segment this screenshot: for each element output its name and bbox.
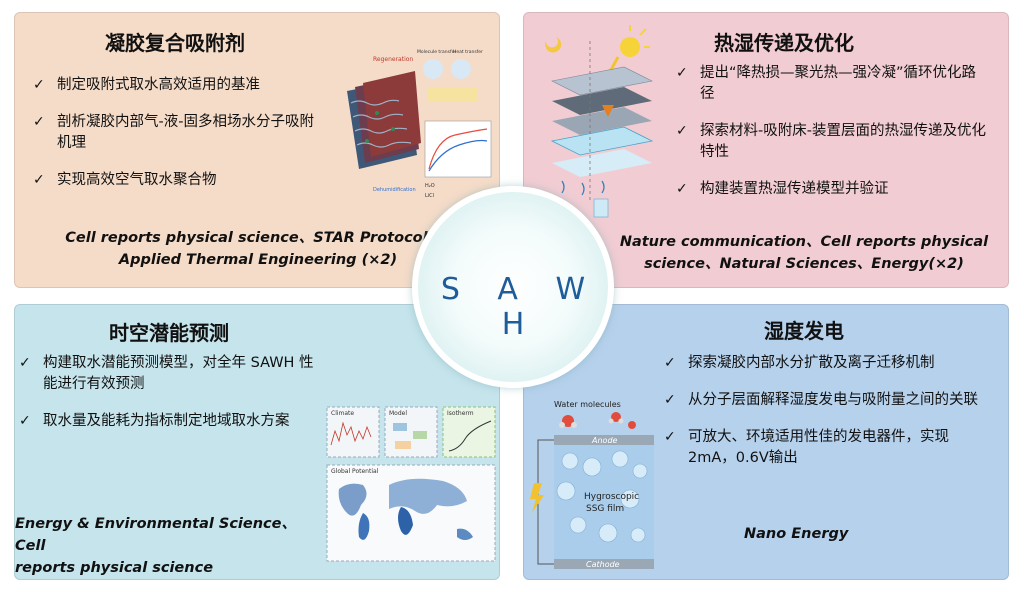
power-bullets: ✓探索凝胶内部水分扩散及离子迁移机制 ✓从分子层面解释湿度发电与吸附量之间的关联… (664, 353, 994, 485)
gel-refs: Cell reports physical science、STAR Proto… (65, 230, 451, 268)
check-icon: ✓ (19, 355, 31, 371)
film-label-2: SSG film (586, 504, 624, 514)
gel-illustration: Regeneration Molecule transfer Heat tran… (347, 49, 492, 199)
gel-bullet: ✓剖析凝胶内部气-液-固多相场水分子吸附机理 (33, 114, 314, 151)
global-potential-label: Global Potential (331, 468, 379, 475)
power-bullet: ✓从分子层面解释湿度发电与吸附量之间的关联 (664, 390, 994, 411)
check-icon: ✓ (664, 429, 676, 445)
power-refs: Nano Energy (744, 526, 849, 542)
h2o-label: H₂O (425, 183, 435, 189)
heat-refs: Nature communication、Cell reports physic… (619, 234, 989, 272)
heat-bullet: ✓提出“降热损—聚光热—强冷凝”循环优化路径 (676, 65, 977, 102)
check-icon: ✓ (664, 392, 676, 408)
gel-panel: 凝胶复合吸附剂 ✓制定吸附式取水高效适用的基准 ✓剖析凝胶内部气-液-固多相场水… (14, 12, 500, 288)
check-icon: ✓ (33, 114, 45, 130)
spatial-title: 时空潜能预测 (109, 321, 229, 345)
gel-bullet: ✓实现高效空气取水聚合物 (33, 170, 323, 191)
spatial-bullets: ✓构建取水潜能预测模型，对全年 SAWH 性能进行有效预测 ✓取水量及能耗为指标… (19, 353, 315, 448)
licl-label: LiCl (425, 193, 434, 199)
anode-label: Anode (591, 436, 618, 445)
model-label: Model (389, 410, 407, 417)
spatial-bullet: ✓构建取水潜能预测模型，对全年 SAWH 性能进行有效预测 (19, 355, 314, 392)
climate-label: Climate (331, 410, 354, 417)
moon-icon (545, 37, 562, 53)
heat-title: 热湿传递及优化 (714, 31, 854, 55)
gel-title: 凝胶复合吸附剂 (105, 31, 245, 55)
power-bullet: ✓可放大、环境适用性佳的发电器件，实现2mA，0.6V输出 (664, 429, 949, 466)
molecule-transfer-label: Molecule transfer (417, 49, 456, 55)
ssg-device-illustration: Water molecules Anode Hygroscopic SSG fi… (530, 400, 654, 569)
heat-panel: 热湿传递及优化 ✓提出“降热损—聚光热—强冷凝”循环优化路径 ✓探索材料-吸附床… (523, 12, 1009, 288)
check-icon: ✓ (33, 77, 45, 93)
check-icon: ✓ (664, 355, 676, 371)
check-icon: ✓ (33, 172, 45, 188)
sawh-label: S A W H (440, 272, 600, 342)
dehumidification-label: Dehumidification (373, 187, 416, 193)
heat-bullet: ✓构建装置热湿传递模型并验证 (676, 179, 988, 200)
power-panel: 湿度发电 ✓探索凝胶内部水分扩散及离子迁移机制 ✓从分子层面解释湿度发电与吸附量… (523, 304, 1009, 580)
heat-transfer-label: Heat transfer (453, 49, 483, 55)
sawh-center-badge: S A W H (412, 186, 614, 388)
check-icon: ✓ (676, 65, 688, 81)
isotherm-label: Isotherm (447, 410, 474, 417)
water-molecules-label: Water molecules (554, 400, 621, 409)
lightning-icon (530, 483, 544, 513)
regeneration-label: Regeneration (373, 56, 413, 63)
device-layers-illustration (545, 25, 654, 218)
spatial-refs: Energy & Environmental Science、Cell repo… (15, 516, 296, 576)
gel-bullets: ✓制定吸附式取水高效适用的基准 ✓剖析凝胶内部气-液-固多相场水分子吸附机理 ✓… (33, 75, 323, 207)
heat-bullets: ✓提出“降热损—聚光热—强冷凝”循环优化路径 ✓探索材料-吸附床-装置层面的热湿… (676, 63, 988, 216)
check-icon: ✓ (676, 181, 688, 197)
cathode-label: Cathode (586, 560, 620, 569)
spatial-bullet: ✓取水量及能耗为指标制定地域取水方案 (19, 411, 315, 432)
gel-bullet: ✓制定吸附式取水高效适用的基准 (33, 75, 323, 96)
power-title: 湿度发电 (764, 319, 844, 343)
check-icon: ✓ (19, 413, 31, 429)
power-bullet: ✓探索凝胶内部水分扩散及离子迁移机制 (664, 353, 994, 374)
heat-bullet: ✓探索材料-吸附床-装置层面的热湿传递及优化特性 (676, 123, 986, 160)
sun-icon (620, 37, 640, 57)
check-icon: ✓ (676, 123, 688, 139)
spatial-panel: 时空潜能预测 ✓构建取水潜能预测模型，对全年 SAWH 性能进行有效预测 ✓取水… (14, 304, 500, 580)
prediction-workflow-illustration: Climate Model Isotherm Global Potential (326, 406, 496, 562)
film-label-1: Hygroscopic (584, 492, 639, 502)
